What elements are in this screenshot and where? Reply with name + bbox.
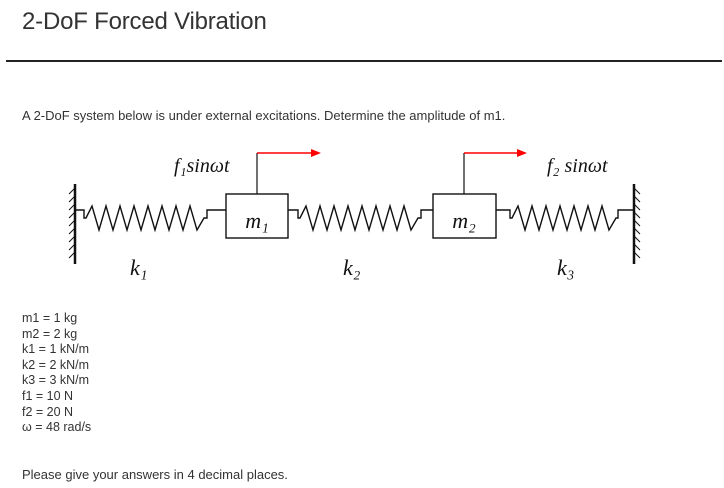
page-title: 2-DoF Forced Vibration [22,8,267,35]
spring-k1 [75,203,226,233]
force-arrow-f1 [256,149,321,194]
param-m1: m1 = 1 kg [22,311,78,325]
force-arrow-f2 [463,149,527,194]
spring-k1-label: k₁ [130,255,147,280]
left-wall [68,184,77,264]
mass-m2-block [432,193,497,239]
parameter-list: m1 = 1 kg m2 = 2 kg k1 = 1 kN/m k2 = 2 k… [22,311,91,436]
mass-m1-block [225,193,289,239]
spring-mass-diagram: m₁ m₂ f₁sinωt f₂ sinωt k₁ k₂ k₃ [68,149,641,280]
title-divider [6,60,722,62]
answer-instruction: Please give your answers in 4 decimal pl… [22,467,288,482]
param-k2: k2 = 2 kN/m [22,357,90,372]
param-k3: k3 = 3 kN/m [22,373,90,388]
spring-k2-label: k₂ [343,255,361,280]
mass-m1-label: m₁ [245,208,269,233]
spring-k3-label: k₃ [557,255,574,280]
param-f1: f1 = 10 N [22,388,74,403]
right-wall [632,184,641,264]
spring-k3 [496,203,634,233]
force-f1-label: f₁sinωt [174,155,230,177]
param-m2: m2 = 2 kg [22,326,78,341]
problem-statement: A 2-DoF system below is under external e… [22,108,506,123]
spring-k2 [288,203,433,233]
mass-m2-label: m₂ [452,208,476,233]
param-k1: k1 = 1 kN/m [22,342,90,357]
param-f2: f2 = 20 N [22,404,74,419]
force-f2-label: f₂ sinωt [547,155,608,177]
param-omega: ω = 48 rad/s [22,420,92,435]
